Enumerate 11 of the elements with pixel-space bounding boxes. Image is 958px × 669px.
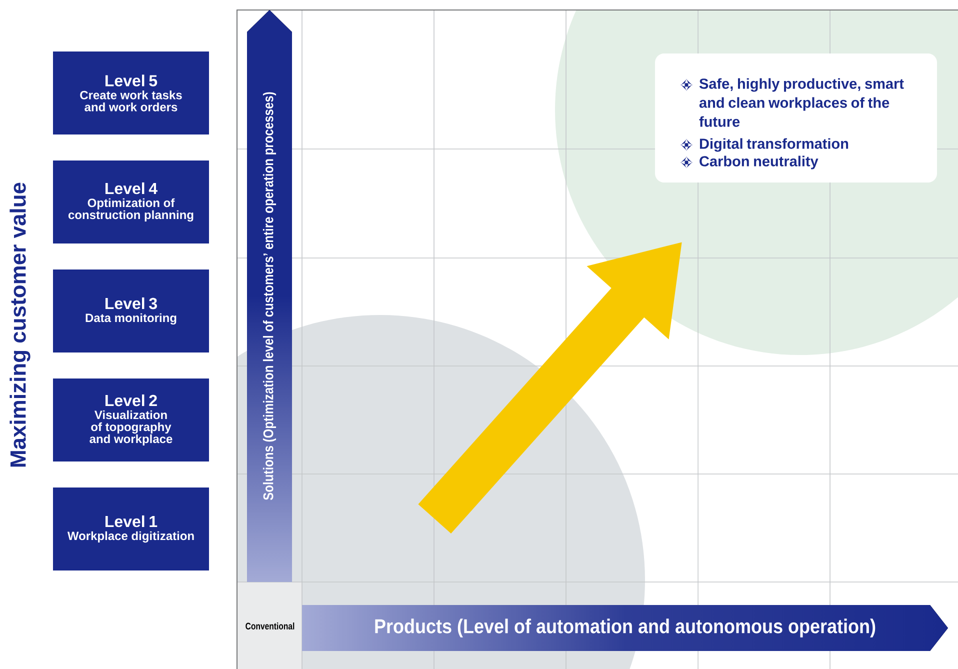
level-box: Level 3 Data monitoring [53,270,209,352]
node-label: Digital transformation [700,138,848,152]
node-label: Safe, highly productive, smart and clean workplaces of the future [699,78,904,127]
callout-box: Safe, highly productive, smart and clean workplaces of the future Digital transformation Carbon neutrality [655,54,938,182]
node-label: Carbon neutrality [700,156,818,170]
level-box: Level 4 Optimization of construction planning [53,160,209,244]
level-box: Level 1 Workplace digitization [53,488,209,570]
level-box: Level 2 Visualization of topography and workplace [53,378,209,462]
table-cell: Conventional [237,582,302,669]
level-box: Level 5 Create work tasks and work orders [53,52,209,134]
axis-title: Maximizing customer value [10,182,30,467]
